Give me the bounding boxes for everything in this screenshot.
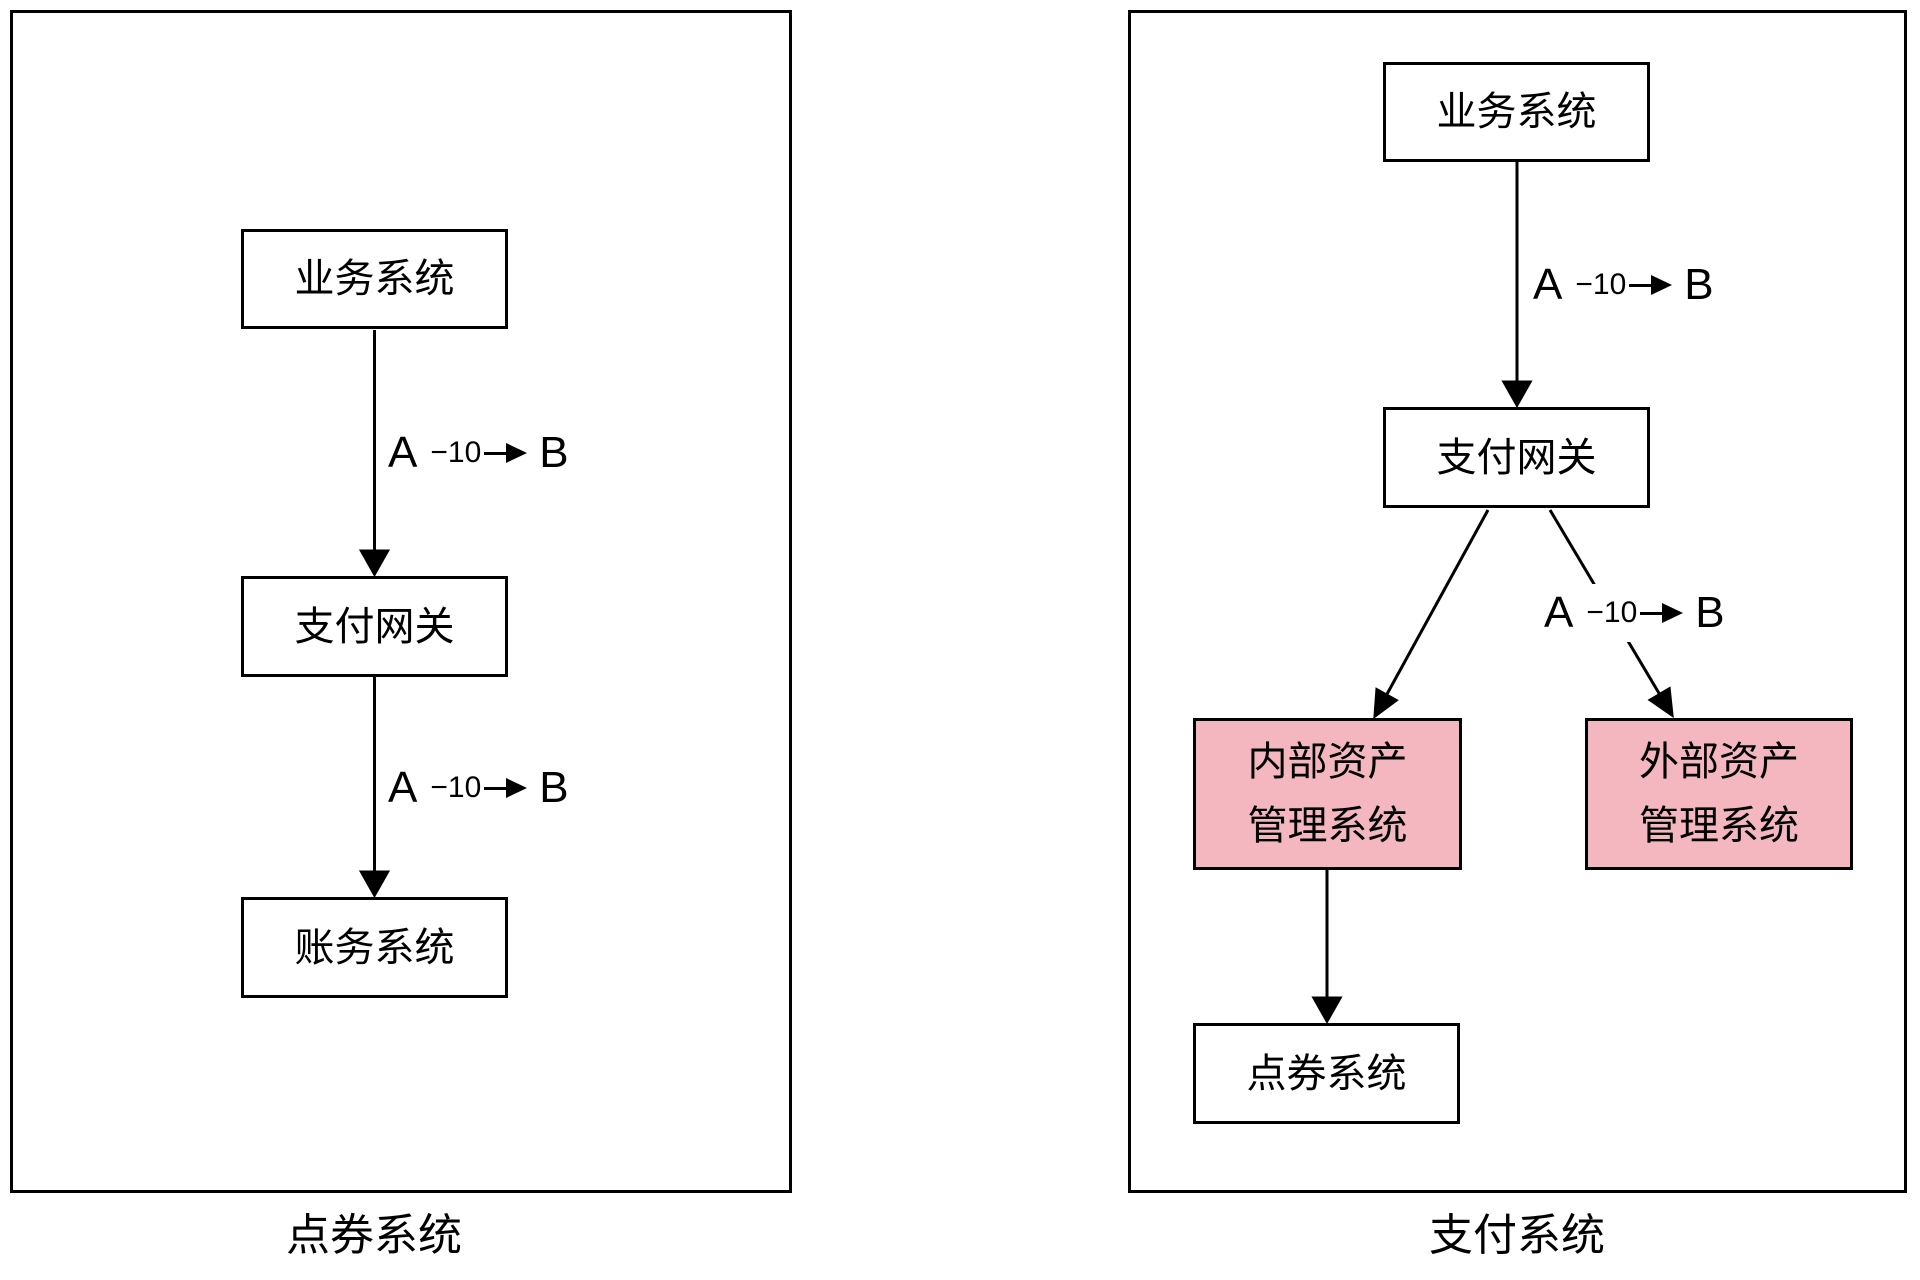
right-arrow-icon — [1640, 603, 1684, 623]
edge-label-transfer: A −10 B — [382, 424, 575, 482]
node-label: 内部资产 管理系统 — [1248, 730, 1408, 858]
panel-caption-points-system: 点券系统 — [286, 1211, 462, 1260]
edge-to: B — [539, 428, 569, 477]
edge-to: B — [1684, 260, 1714, 309]
right-arrow-icon — [484, 778, 528, 798]
panel-payment-system — [1128, 10, 1907, 1193]
edge-label-transfer: A −10 B — [382, 759, 575, 817]
node-label-line2: 管理系统 — [1639, 804, 1799, 848]
edge-amount: −10 — [1586, 596, 1638, 629]
edge-label-transfer: A −10 B — [1527, 256, 1720, 314]
node-business-system: 业务系统 — [241, 229, 508, 329]
node-points-system: 点券系统 — [1193, 1023, 1460, 1124]
arrow-gateway-to-internal — [1385, 509, 1490, 696]
node-business-system: 业务系统 — [1383, 62, 1650, 162]
node-label: 业务系统 — [1436, 90, 1597, 134]
right-arrow-icon — [484, 443, 528, 463]
node-payment-gateway: 支付网关 — [241, 576, 508, 677]
node-accounting-system: 账务系统 — [241, 897, 508, 998]
edge-from: A — [388, 763, 418, 812]
edge-to: B — [539, 763, 569, 812]
arrowhead — [1373, 687, 1399, 720]
arrowhead — [358, 870, 391, 899]
edge-amount: −10 — [430, 436, 482, 469]
edge-label-transfer: A −10 B — [1538, 584, 1731, 642]
edge-amount: −10 — [1575, 268, 1627, 301]
arrowhead — [1311, 996, 1343, 1025]
right-arrow-icon — [1629, 275, 1673, 295]
arrowhead — [358, 549, 391, 578]
node-label: 支付网关 — [1436, 435, 1597, 480]
edge-from: A — [1533, 260, 1563, 309]
node-label-line2: 管理系统 — [1247, 804, 1408, 848]
edge-from: A — [388, 428, 418, 477]
node-payment-gateway: 支付网关 — [1383, 407, 1650, 508]
node-label-line1: 内部资产 — [1247, 740, 1408, 784]
node-label: 外部资产 管理系统 — [1639, 730, 1799, 858]
node-label: 账务系统 — [294, 925, 455, 970]
edge-to: B — [1695, 588, 1725, 637]
arrowhead — [1501, 380, 1533, 409]
node-label-line1: 外部资产 — [1639, 740, 1799, 784]
panel-caption-payment-system: 支付系统 — [1429, 1211, 1605, 1260]
panel-points-system — [10, 10, 792, 1193]
node-external-asset-mgmt: 外部资产 管理系统 — [1585, 718, 1853, 870]
node-label: 支付网关 — [294, 604, 455, 649]
edge-amount: −10 — [430, 771, 482, 804]
arrowhead — [1647, 686, 1674, 719]
edge-from: A — [1544, 588, 1574, 637]
node-label: 点券系统 — [1246, 1051, 1407, 1096]
node-label: 业务系统 — [294, 257, 455, 301]
node-internal-asset-mgmt: 内部资产 管理系统 — [1193, 718, 1462, 870]
